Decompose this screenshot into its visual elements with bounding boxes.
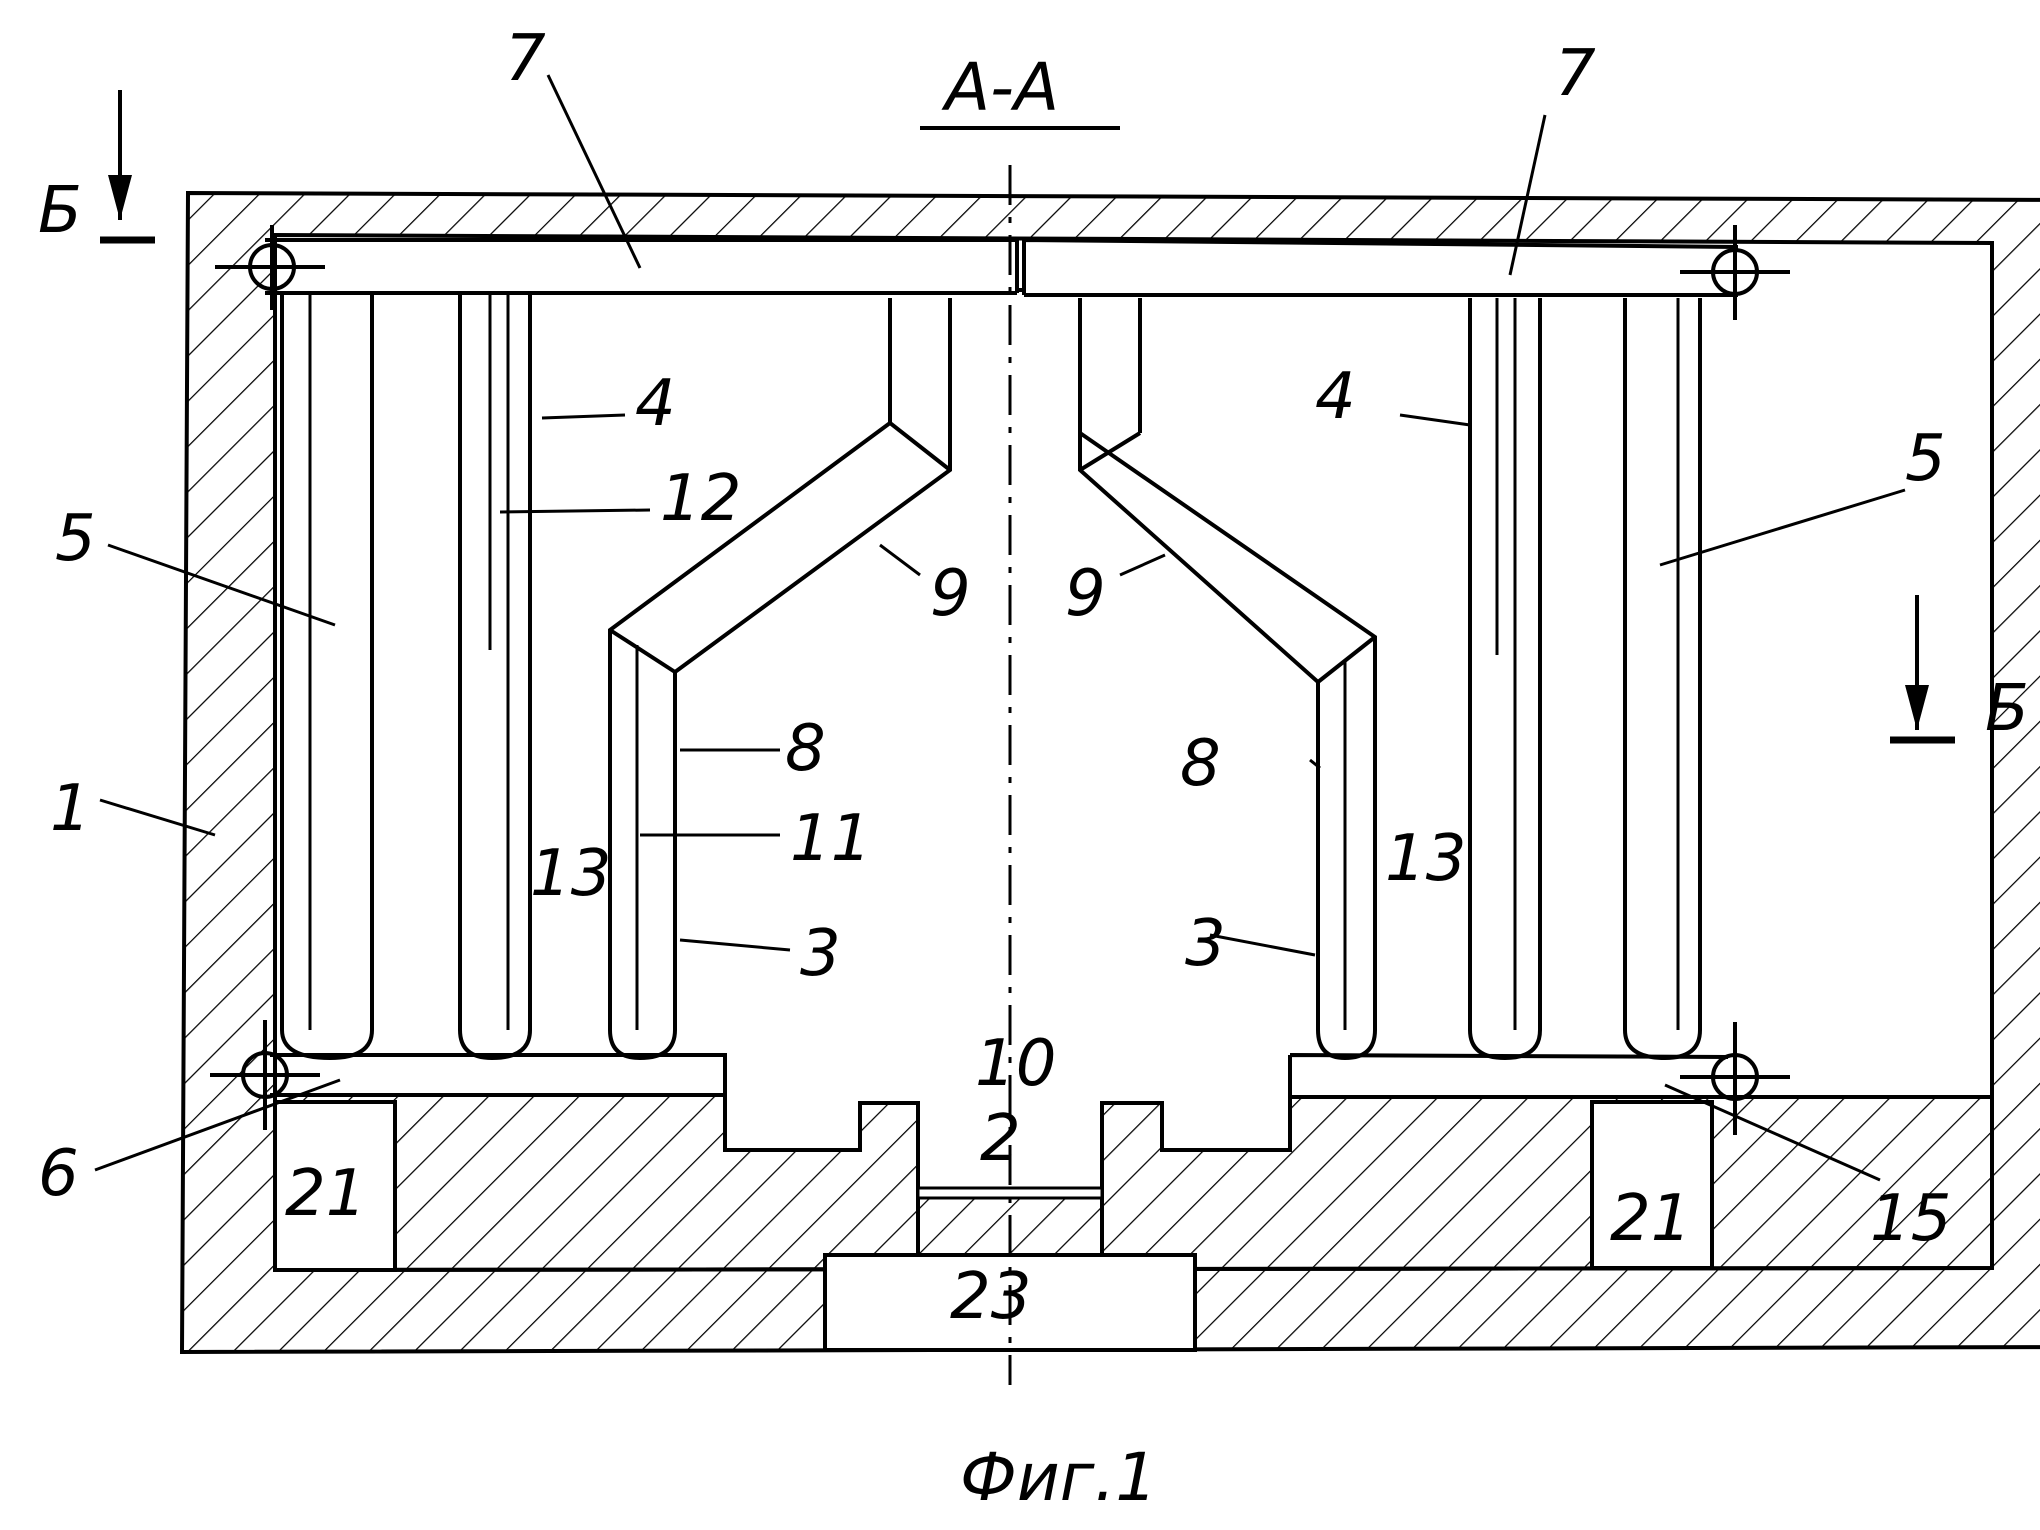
- label-15: 15: [1870, 1182, 1951, 1256]
- label-1: 1: [50, 772, 91, 846]
- cut-marker-right: [1890, 595, 1955, 740]
- label-13-left: 13: [530, 837, 611, 911]
- label-5-left: 5: [55, 502, 96, 576]
- label-7-left: 7: [505, 22, 546, 96]
- label-4-right: 4: [1315, 360, 1356, 434]
- label-3-right: 3: [1185, 907, 1226, 981]
- label-11: 11: [790, 802, 871, 876]
- label-3-left: 3: [800, 917, 841, 991]
- label-2: 2: [980, 1102, 1021, 1176]
- label-5-right: 5: [1905, 422, 1946, 496]
- figure-caption: Фиг.1: [960, 1439, 1157, 1516]
- label-8-left: 8: [785, 712, 826, 786]
- label-12: 12: [660, 462, 741, 536]
- label-10: 10: [975, 1027, 1056, 1101]
- label-23: 23: [950, 1260, 1031, 1334]
- label-21-right: 21: [1610, 1182, 1691, 1256]
- bottom-channel-15: [1290, 1055, 1728, 1097]
- central-branch-tube: [610, 298, 1375, 1030]
- label-4-left: 4: [635, 367, 676, 441]
- label-7-right: 7: [1555, 37, 1596, 111]
- label-13-right: 13: [1385, 822, 1466, 896]
- corner-markers: [210, 225, 1790, 1135]
- label-21-left: 21: [285, 1157, 366, 1231]
- bottom-channel-6: [270, 1055, 725, 1095]
- cut-label-right: Б: [1985, 672, 2029, 746]
- left-tubes: [282, 293, 675, 1058]
- membrane-2: [918, 1188, 1102, 1198]
- label-8-right: 8: [1180, 727, 1221, 801]
- section-label: А-А: [941, 49, 1059, 126]
- label-9-left: 9: [930, 557, 971, 631]
- label-9-right: 9: [1065, 557, 1106, 631]
- cut-label-left: Б: [38, 174, 82, 248]
- cut-marker-left: [100, 90, 155, 240]
- label-6: 6: [38, 1137, 79, 1211]
